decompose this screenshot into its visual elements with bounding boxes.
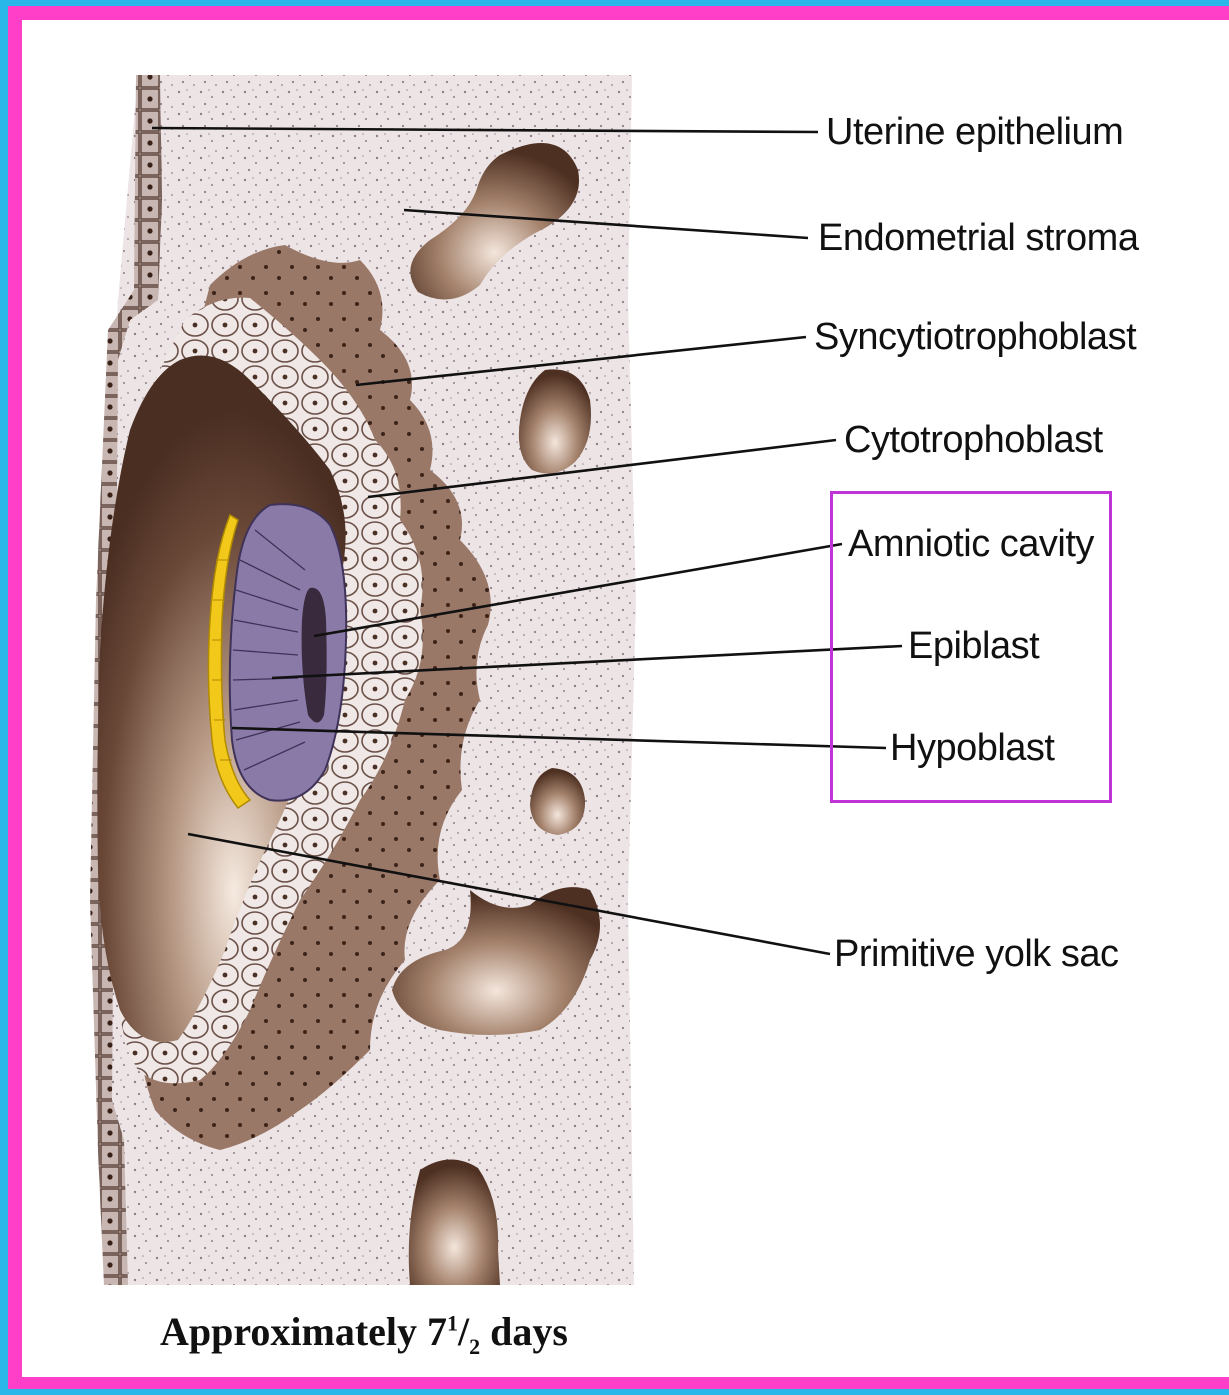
label-epiblast: Epiblast bbox=[908, 625, 1040, 667]
label-syncytiotrophoblast: Syncytiotrophoblast bbox=[814, 316, 1137, 358]
leader-hypoblast bbox=[231, 726, 887, 750]
amniotic-cavity bbox=[301, 587, 327, 723]
epiblast-cell-lines bbox=[232, 529, 306, 771]
gland-4 bbox=[392, 887, 600, 1035]
epiblast-disc bbox=[228, 503, 348, 802]
gland-5 bbox=[408, 1159, 500, 1285]
caption-frac-num: 1 bbox=[447, 1310, 459, 1336]
label-uterine-epithelium: Uterine epithelium bbox=[826, 111, 1124, 153]
leader-syncytiotrophoblast bbox=[355, 335, 807, 387]
label-hypoblast: Hypoblast bbox=[890, 727, 1055, 769]
caption-frac-sep: / bbox=[458, 1309, 470, 1354]
caption: Approximately 71/2 days bbox=[160, 1308, 568, 1360]
leader-endometrial-stroma bbox=[403, 208, 809, 240]
label-primitive-yolk-sac: Primitive yolk sac bbox=[834, 933, 1119, 975]
leader-uterine-epithelium bbox=[151, 126, 819, 134]
caption-suffix: days bbox=[480, 1309, 568, 1354]
label-cytotrophoblast: Cytotrophoblast bbox=[844, 419, 1103, 461]
leader-epiblast bbox=[271, 644, 903, 680]
label-amniotic-cavity: Amniotic cavity bbox=[848, 523, 1094, 565]
leader-cytotrophoblast bbox=[367, 438, 837, 499]
highlight-box bbox=[830, 491, 1112, 803]
label-endometrial-stroma: Endometrial stroma bbox=[818, 217, 1139, 259]
hypoblast-layer bbox=[207, 513, 252, 810]
gland-1 bbox=[410, 143, 580, 300]
leader-lines bbox=[151, 126, 903, 956]
leader-amniotic-cavity bbox=[313, 542, 843, 638]
uterine-epithelium-layer bbox=[90, 75, 162, 1285]
gland-3 bbox=[530, 768, 586, 835]
caption-prefix: Approximately 7 bbox=[160, 1309, 448, 1354]
gland-2 bbox=[518, 369, 591, 474]
leader-primitive-yolk-sac bbox=[187, 832, 831, 956]
caption-frac-den: 2 bbox=[469, 1334, 481, 1359]
